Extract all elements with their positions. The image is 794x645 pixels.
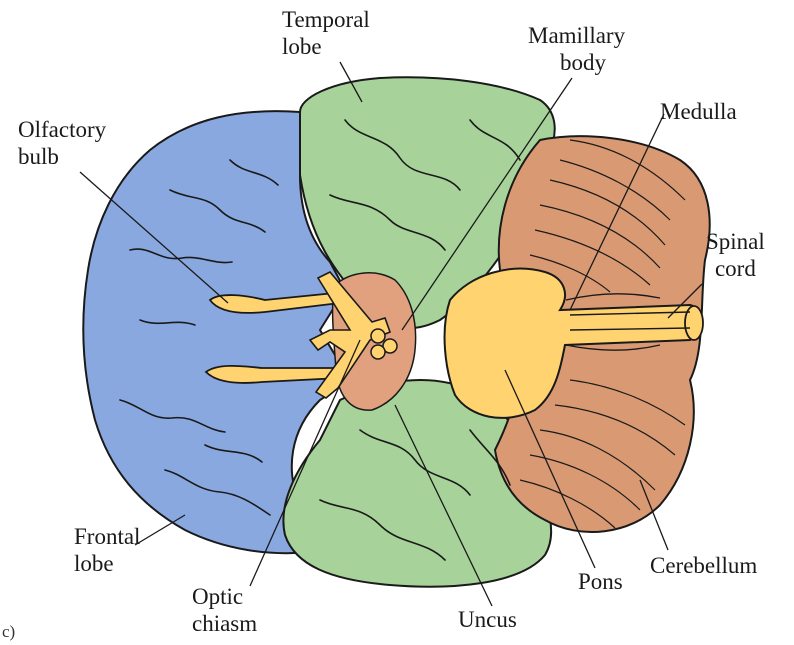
label-temporal-lobe-line2: lobe	[282, 33, 370, 60]
label-frontal-lobe-line1: Frontal	[74, 523, 140, 550]
label-olfactory-bulb-line1: Olfactory	[18, 116, 106, 143]
label-mamillary-body: Mamillary body	[528, 22, 625, 76]
label-optic-chiasm-line1: Optic	[192, 583, 257, 610]
spinal-cord-tip	[685, 306, 703, 340]
label-frontal-lobe: Frontal lobe	[74, 523, 140, 577]
label-pons: Pons	[578, 568, 623, 595]
label-mamillary-body-line1: Mamillary	[528, 22, 625, 49]
label-medulla: Medulla	[660, 98, 737, 125]
label-temporal-lobe: Temporal lobe	[282, 6, 370, 60]
label-spinal-cord-line1: Spinal	[706, 228, 765, 255]
label-optic-chiasm-line2: chiasm	[192, 610, 257, 637]
label-optic-chiasm: Optic chiasm	[192, 583, 257, 637]
label-olfactory-bulb-line2: bulb	[18, 143, 106, 170]
label-mamillary-body-line2: body	[528, 49, 625, 76]
label-temporal-lobe-line1: Temporal	[282, 6, 370, 33]
label-frontal-lobe-line2: lobe	[74, 550, 140, 577]
label-spinal-cord: Spinal cord	[706, 228, 765, 282]
figure-marker: c)	[2, 618, 15, 645]
label-cerebellum: Cerebellum	[650, 552, 757, 579]
label-olfactory-bulb: Olfactory bulb	[18, 116, 106, 170]
label-uncus: Uncus	[458, 606, 517, 633]
label-spinal-cord-line2: cord	[706, 255, 765, 282]
